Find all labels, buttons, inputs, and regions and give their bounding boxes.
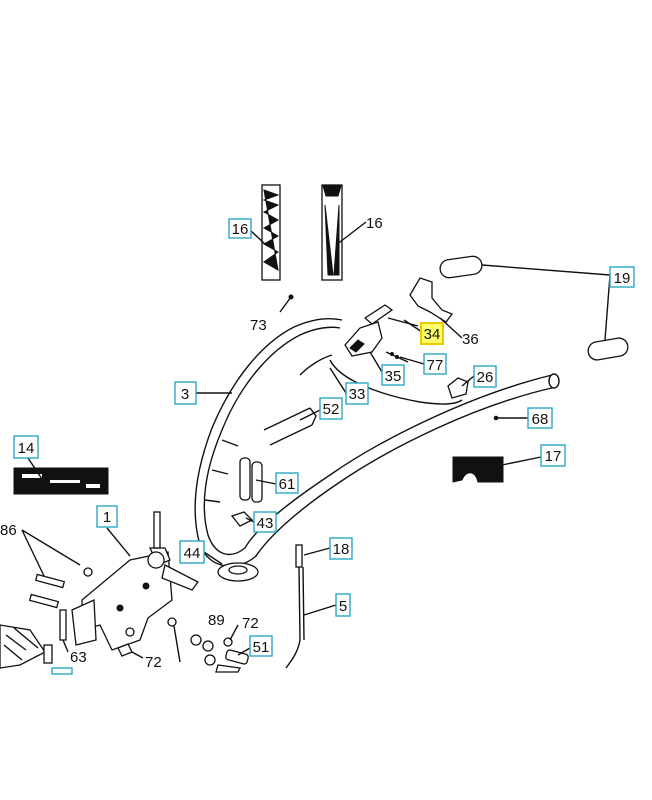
label-73: 73 — [250, 317, 267, 334]
label-14: 14 — [13, 435, 39, 459]
hose-parts — [261, 184, 343, 281]
bracket-17 — [452, 456, 504, 483]
label-63: 63 — [70, 649, 87, 666]
svg-text:43: 43 — [257, 515, 274, 532]
label-35: 35 — [381, 364, 405, 386]
label-68: 68 — [527, 407, 553, 429]
label-44: 44 — [179, 540, 205, 564]
label-72-left: 72 — [145, 654, 162, 671]
svg-text:73: 73 — [250, 317, 267, 334]
svg-text:72: 72 — [145, 654, 162, 671]
svg-text:77: 77 — [427, 357, 444, 374]
label-33: 33 — [345, 382, 369, 405]
svg-text:18: 18 — [333, 541, 350, 558]
svg-text:72: 72 — [242, 615, 259, 632]
callout-labels: 16 16 19 73 34 36 77 35 26 — [0, 215, 635, 671]
label-26: 26 — [473, 365, 497, 388]
bolts-86 — [21, 529, 93, 641]
svg-text:63: 63 — [70, 649, 87, 666]
svg-text:89: 89 — [208, 612, 225, 629]
decal-14 — [13, 467, 109, 495]
svg-text:5: 5 — [339, 598, 347, 615]
label-16-left: 16 — [228, 218, 252, 239]
label-72-right: 72 — [242, 615, 259, 632]
svg-text:3: 3 — [181, 386, 189, 403]
svg-text:14: 14 — [18, 440, 35, 457]
label-77: 77 — [423, 353, 447, 375]
label-18: 18 — [329, 537, 353, 560]
svg-text:19: 19 — [614, 270, 631, 287]
svg-text:68: 68 — [532, 411, 549, 428]
rods-52 — [263, 407, 317, 446]
svg-text:34: 34 — [424, 326, 441, 343]
svg-text:26: 26 — [477, 369, 494, 386]
label-51: 51 — [249, 635, 273, 657]
svg-text:44: 44 — [184, 545, 201, 562]
label-17: 17 — [540, 444, 566, 467]
label-3: 3 — [174, 381, 197, 405]
handle-grips — [439, 255, 629, 361]
label-5: 5 — [335, 593, 351, 617]
label-86: 86 — [0, 522, 17, 539]
label-19: 19 — [609, 266, 635, 288]
svg-text:36: 36 — [462, 331, 479, 348]
label-34-highlighted: 34 — [420, 322, 444, 345]
label-43: 43 — [253, 511, 277, 533]
svg-text:16: 16 — [232, 221, 249, 238]
svg-text:16: 16 — [366, 215, 383, 232]
rod-5 — [285, 544, 305, 669]
svg-text:86: 86 — [0, 522, 17, 539]
svg-text:52: 52 — [323, 401, 340, 418]
svg-text:1: 1 — [103, 509, 111, 526]
base-bracket — [71, 511, 199, 651]
handlebar-tube — [194, 318, 560, 567]
label-16-right: 16 — [366, 215, 383, 232]
posts-61-43-44 — [217, 457, 263, 582]
svg-text:33: 33 — [349, 386, 366, 403]
label-61: 61 — [275, 472, 299, 494]
label-1: 1 — [96, 505, 118, 528]
svg-text:17: 17 — [545, 448, 562, 465]
svg-text:51: 51 — [253, 639, 270, 656]
lower-left-parts — [0, 624, 73, 675]
label-89: 89 — [208, 612, 225, 629]
label-36: 36 — [462, 331, 479, 348]
label-52: 52 — [319, 397, 343, 420]
small-parts — [279, 294, 528, 421]
svg-text:35: 35 — [385, 368, 402, 385]
control-levers — [299, 277, 463, 405]
svg-text:61: 61 — [279, 476, 296, 493]
